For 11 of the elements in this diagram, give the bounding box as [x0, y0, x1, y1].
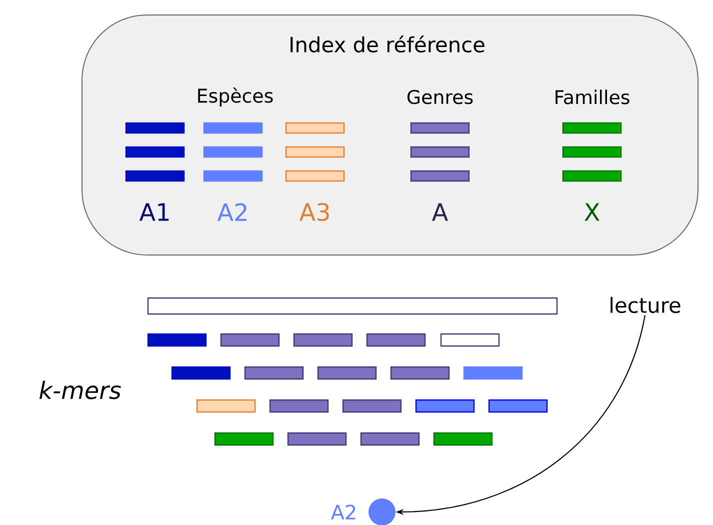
kmers-label: k-mers: [39, 380, 121, 400]
species-label: A2: [217, 203, 246, 221]
column-heading: Genres: [407, 90, 473, 104]
genus-label: A: [432, 203, 448, 221]
read-label: lecture: [610, 296, 680, 314]
family-label: X: [584, 203, 600, 221]
column-heading: Familles: [556, 90, 630, 104]
dot-caption: A2: [330, 504, 356, 520]
species-label: A1: [139, 203, 169, 221]
column-heading: Espèces: [198, 87, 273, 107]
species-label: A3: [299, 202, 329, 222]
